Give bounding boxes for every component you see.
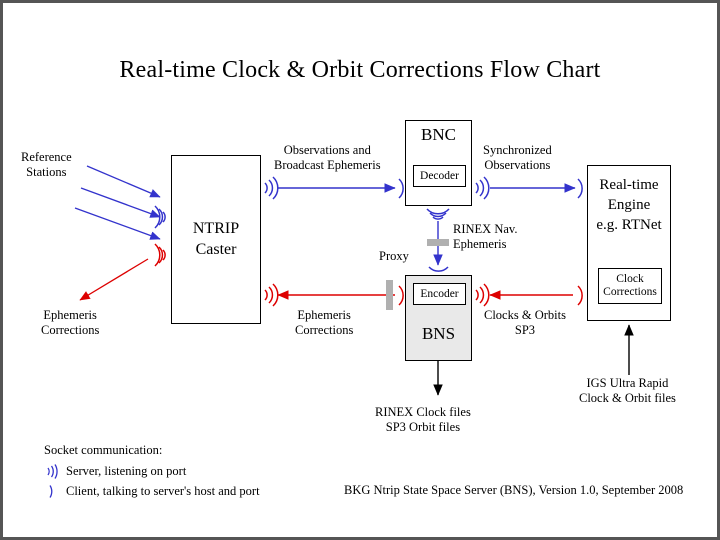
legend-row-server: Server, listening on port — [44, 463, 186, 479]
label-ephemeris-corrections-mid: Ephemeris Corrections — [295, 308, 354, 337]
server-signal-icon — [264, 283, 279, 307]
label-reference-stations: Reference Stations — [21, 150, 72, 179]
server-signal-icon — [154, 243, 166, 267]
client-arc-icon — [577, 178, 583, 199]
page-title: Real-time Clock & Orbit Corrections Flow… — [119, 57, 601, 83]
client-arc-icon — [398, 178, 404, 199]
bnc-decoder-box[interactable]: Decoder — [413, 165, 466, 187]
label-igs-ultra-rapid: IGS Ultra Rapid Clock & Orbit files — [579, 376, 676, 405]
server-signal-icon — [475, 283, 490, 307]
clock-corrections-box[interactable]: Clock Corrections — [598, 268, 662, 304]
legend-client-text: Client, talking to server's host and por… — [66, 483, 260, 498]
label-proxy: Proxy — [379, 249, 409, 263]
client-arc-icon — [577, 285, 583, 306]
footer-text: BKG Ntrip State Space Server (BNS), Vers… — [344, 483, 684, 497]
label-rinex-clock-files: RINEX Clock files SP3 Orbit files — [375, 405, 471, 434]
server-signal-icon — [426, 208, 450, 220]
bnc-box[interactable]: BNC Decoder — [405, 120, 472, 206]
label-clocks-orbits-sp3: Clocks & Orbits SP3 — [484, 308, 566, 337]
realtime-engine-box[interactable]: Real-time Engine e.g. RTNet Clock Correc… — [587, 165, 671, 321]
label-ephemeris-corrections-left: Ephemeris Corrections — [41, 308, 100, 337]
label-synchronized-observations: Synchronized Observations — [483, 143, 552, 172]
client-arc-icon — [398, 285, 404, 306]
proxy-bar — [427, 239, 449, 246]
bns-encoder-box[interactable]: Encoder — [413, 283, 466, 305]
client-arc-icon — [49, 485, 53, 498]
bnc-title: BNC — [421, 125, 456, 144]
connector-layer — [74, 165, 634, 396]
server-signal-icon — [475, 176, 490, 200]
proxy-bar — [386, 280, 393, 310]
label-observations-broadcast-ephemeris: Observations and Broadcast Ephemeris — [274, 143, 381, 172]
legend-server-text: Server, listening on port — [66, 463, 187, 478]
bns-title: BNS — [421, 324, 456, 343]
server-signal-icon — [154, 205, 166, 229]
legend-title: Socket communication: — [44, 443, 163, 457]
legend-row-client: Client, talking to server's host and por… — [44, 483, 260, 499]
bns-box[interactable]: Encoder BNS — [405, 275, 472, 361]
realtime-engine-label: Real-time Engine e.g. RTNet — [596, 177, 662, 233]
server-signal-icon — [264, 176, 279, 200]
ntrip-caster-label: NTRIP Caster — [192, 220, 240, 258]
ntrip-caster-box[interactable]: NTRIP Caster — [171, 155, 261, 324]
server-signal-icon — [47, 464, 58, 479]
label-rinex-nav-ephemeris: RINEX Nav. Ephemeris — [453, 222, 518, 251]
client-arc-icon — [428, 266, 449, 272]
